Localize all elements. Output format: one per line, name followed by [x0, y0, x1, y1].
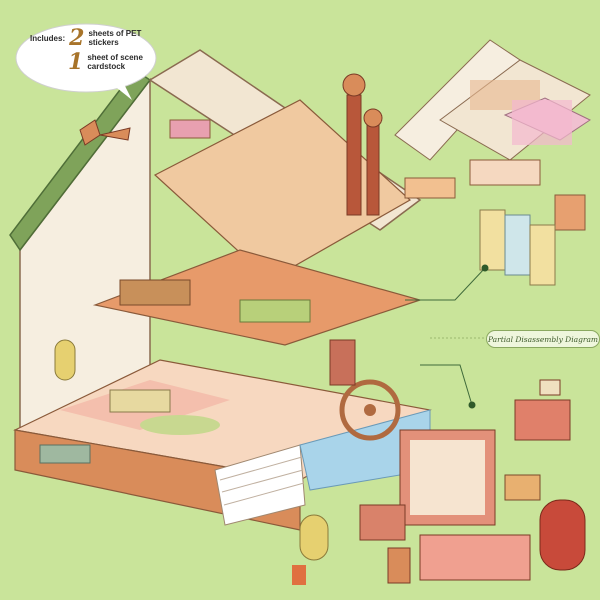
door-lamp-part [292, 514, 411, 585]
front-stairs [214, 444, 306, 526]
arched-door [54, 339, 76, 381]
kitchen-counter [119, 279, 191, 306]
furniture-set-1 [404, 177, 456, 199]
dollhouse [9, 49, 432, 531]
attic-bed [169, 119, 211, 139]
leader-line-lower [420, 364, 473, 406]
shelf-part [554, 194, 586, 231]
leader-line-upper [405, 267, 486, 301]
attic-floor [153, 99, 412, 281]
rug [140, 415, 220, 435]
diagram-label: Partial Disassembly Diagram [486, 330, 600, 348]
sticker-count: 2 [69, 25, 85, 51]
speech-bubble [15, 23, 157, 100]
water-wheel [339, 379, 401, 441]
chimney-2 [366, 119, 380, 216]
sticker-description: sheets of PET stickers [88, 29, 142, 47]
furniture-set-2 [469, 159, 541, 186]
bakery-counter-part [419, 499, 586, 581]
chimney [346, 94, 362, 216]
shop-shelves-part [359, 429, 541, 541]
chimney-top [342, 73, 366, 97]
green-sofa [239, 299, 311, 323]
includes-label: Includes: [30, 33, 66, 43]
kitchen-stove-part [514, 379, 571, 441]
disassembled-parts [292, 39, 592, 585]
windmill [79, 119, 131, 146]
fireplace [329, 339, 356, 386]
bubble-row-1: Includes: 2 sheets of PET stickers [30, 25, 160, 51]
bubble-text: Includes: 2 sheets of PET stickers 1 she… [30, 25, 160, 76]
cardstock-count: 1 [68, 49, 84, 75]
planter [39, 444, 91, 464]
stage-part [503, 97, 592, 145]
leader-lines [405, 264, 489, 409]
living-sofa [109, 389, 171, 413]
bubble-row-2: 1 sheet of scene cardstock [68, 49, 160, 75]
wardrobes-part [479, 209, 556, 286]
cardstock-description: sheet of scene cardstock [87, 53, 143, 71]
